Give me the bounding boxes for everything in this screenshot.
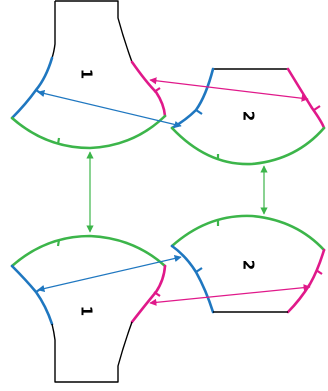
- piece-top-right-green-edge: [170, 126, 326, 166]
- piece-bottom-right: 2: [170, 214, 326, 314]
- piece-top-left: 1: [10, 0, 167, 150]
- piece-label: 1: [78, 306, 96, 316]
- piece-bottom-left-green-edge: [10, 234, 167, 268]
- correspondence-arrows: [37, 77, 311, 306]
- piece-top-left-green-edge: [10, 114, 167, 150]
- piece-bottom-left-blue-edge: [10, 264, 54, 326]
- piece-bottom-left: 1: [10, 234, 167, 383]
- piece-top-right: 2: [170, 67, 326, 166]
- piece-bottom-right-green-edge: [170, 214, 326, 252]
- notch-mark: [315, 269, 323, 275]
- piece-label: 2: [240, 111, 258, 121]
- piece-top-left-blue-edge: [10, 56, 54, 120]
- notch-mark: [56, 137, 61, 145]
- notch-mark: [56, 239, 61, 247]
- arrow-blue-bottom: [37, 254, 182, 293]
- piece-label: 2: [240, 260, 258, 270]
- piece-bottom-left-pink-edge: [130, 264, 167, 324]
- notch-mark: [195, 109, 203, 115]
- piece-label: 1: [78, 69, 96, 79]
- notch-mark: [195, 267, 203, 273]
- notch-mark: [313, 105, 321, 111]
- arrow-blue-top: [37, 89, 182, 129]
- piece-top-left-outline-left: [51, 1, 56, 59]
- piece-top-right-blue-edge: [170, 67, 215, 130]
- arrow-pink-top: [149, 77, 309, 102]
- arrow-pink-bottom: [149, 284, 311, 306]
- piece-bottom-right-pink-edge: [286, 248, 326, 314]
- piece-top-left-outline: [55, 0, 133, 63]
- piece-bottom-left-outline: [51, 321, 133, 383]
- piece-bottom-right-blue-edge: [170, 244, 215, 314]
